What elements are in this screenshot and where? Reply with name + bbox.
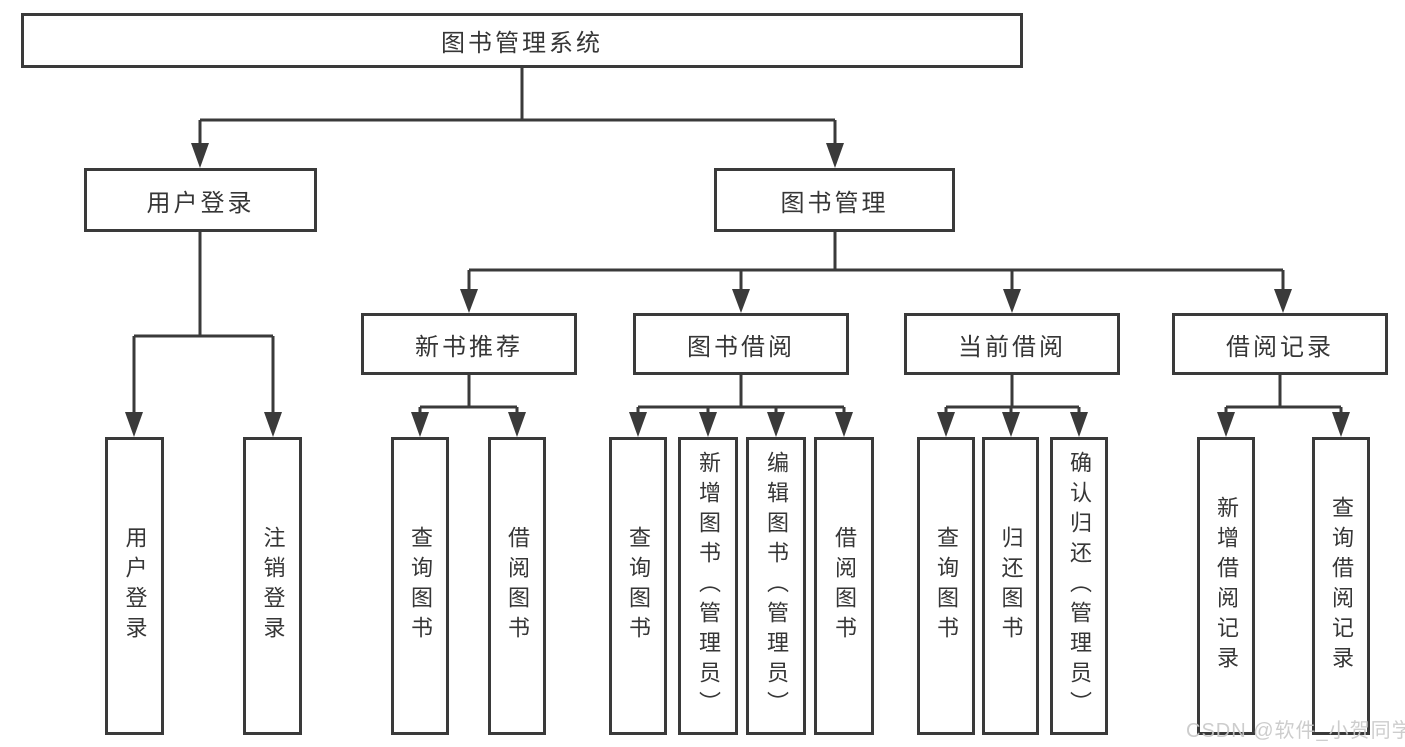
node-leaf-borrow-books-recommend: 借阅图书 [488, 437, 546, 735]
node-label: 确认归还（管理员） [1067, 451, 1092, 721]
node-book-borrowing: 图书借阅 [633, 313, 849, 375]
node-label: 借阅图书 [505, 526, 530, 646]
node-label: 查询借阅记录 [1329, 496, 1354, 676]
node-borrow-records: 借阅记录 [1172, 313, 1388, 375]
node-label: 当前借阅 [958, 333, 1066, 361]
node-label: 归还图书 [998, 526, 1024, 646]
arrowhead-icons [125, 143, 1350, 437]
node-current-borrowing: 当前借阅 [904, 313, 1120, 375]
node-leaf-edit-book-admin: 编辑图书（管理员） [746, 437, 806, 735]
node-leaf-return-book: 归还图书 [982, 437, 1039, 735]
csdn-watermark: CSDN @软件_小贺同学 [1186, 720, 1405, 742]
node-label: 查询图书 [934, 526, 959, 646]
node-root-library-system: 图书管理系统 [21, 13, 1023, 68]
node-label: 新增图书（管理员） [696, 451, 721, 721]
node-label: 用户登录 [146, 189, 255, 217]
node-leaf-add-borrow-record: 新增借阅记录 [1197, 437, 1255, 735]
node-label: 图书管理 [780, 189, 889, 217]
node-leaf-add-book-admin: 新增图书（管理员） [678, 437, 738, 735]
node-label: 图书借阅 [687, 333, 795, 361]
node-label: 注销登录 [260, 526, 286, 646]
node-label: 编辑图书（管理员） [764, 451, 789, 721]
node-leaf-query-borrow-record: 查询借阅记录 [1312, 437, 1370, 735]
node-leaf-borrow-books: 借阅图书 [814, 437, 874, 735]
node-label: 查询图书 [408, 526, 433, 646]
node-leaf-query-books-recommend: 查询图书 [391, 437, 449, 735]
node-label: 新书推荐 [415, 333, 523, 361]
node-label: 借阅记录 [1226, 333, 1334, 361]
node-leaf-query-books-borrowing: 查询图书 [609, 437, 667, 735]
node-label: 用户登录 [122, 526, 148, 646]
node-leaf-query-books-current: 查询图书 [917, 437, 975, 735]
node-book-management: 图书管理 [714, 168, 955, 232]
node-leaf-user-login: 用户登录 [105, 437, 164, 735]
node-leaf-confirm-return-admin: 确认归还（管理员） [1050, 437, 1108, 735]
node-leaf-logout: 注销登录 [243, 437, 302, 735]
node-label: 查询图书 [626, 526, 651, 646]
node-label: 图书管理系统 [441, 30, 603, 57]
node-label: 新增借阅记录 [1214, 496, 1239, 676]
node-user-login: 用户登录 [84, 168, 317, 232]
node-new-book-recommend: 新书推荐 [361, 313, 577, 375]
node-label: 借阅图书 [832, 526, 857, 646]
